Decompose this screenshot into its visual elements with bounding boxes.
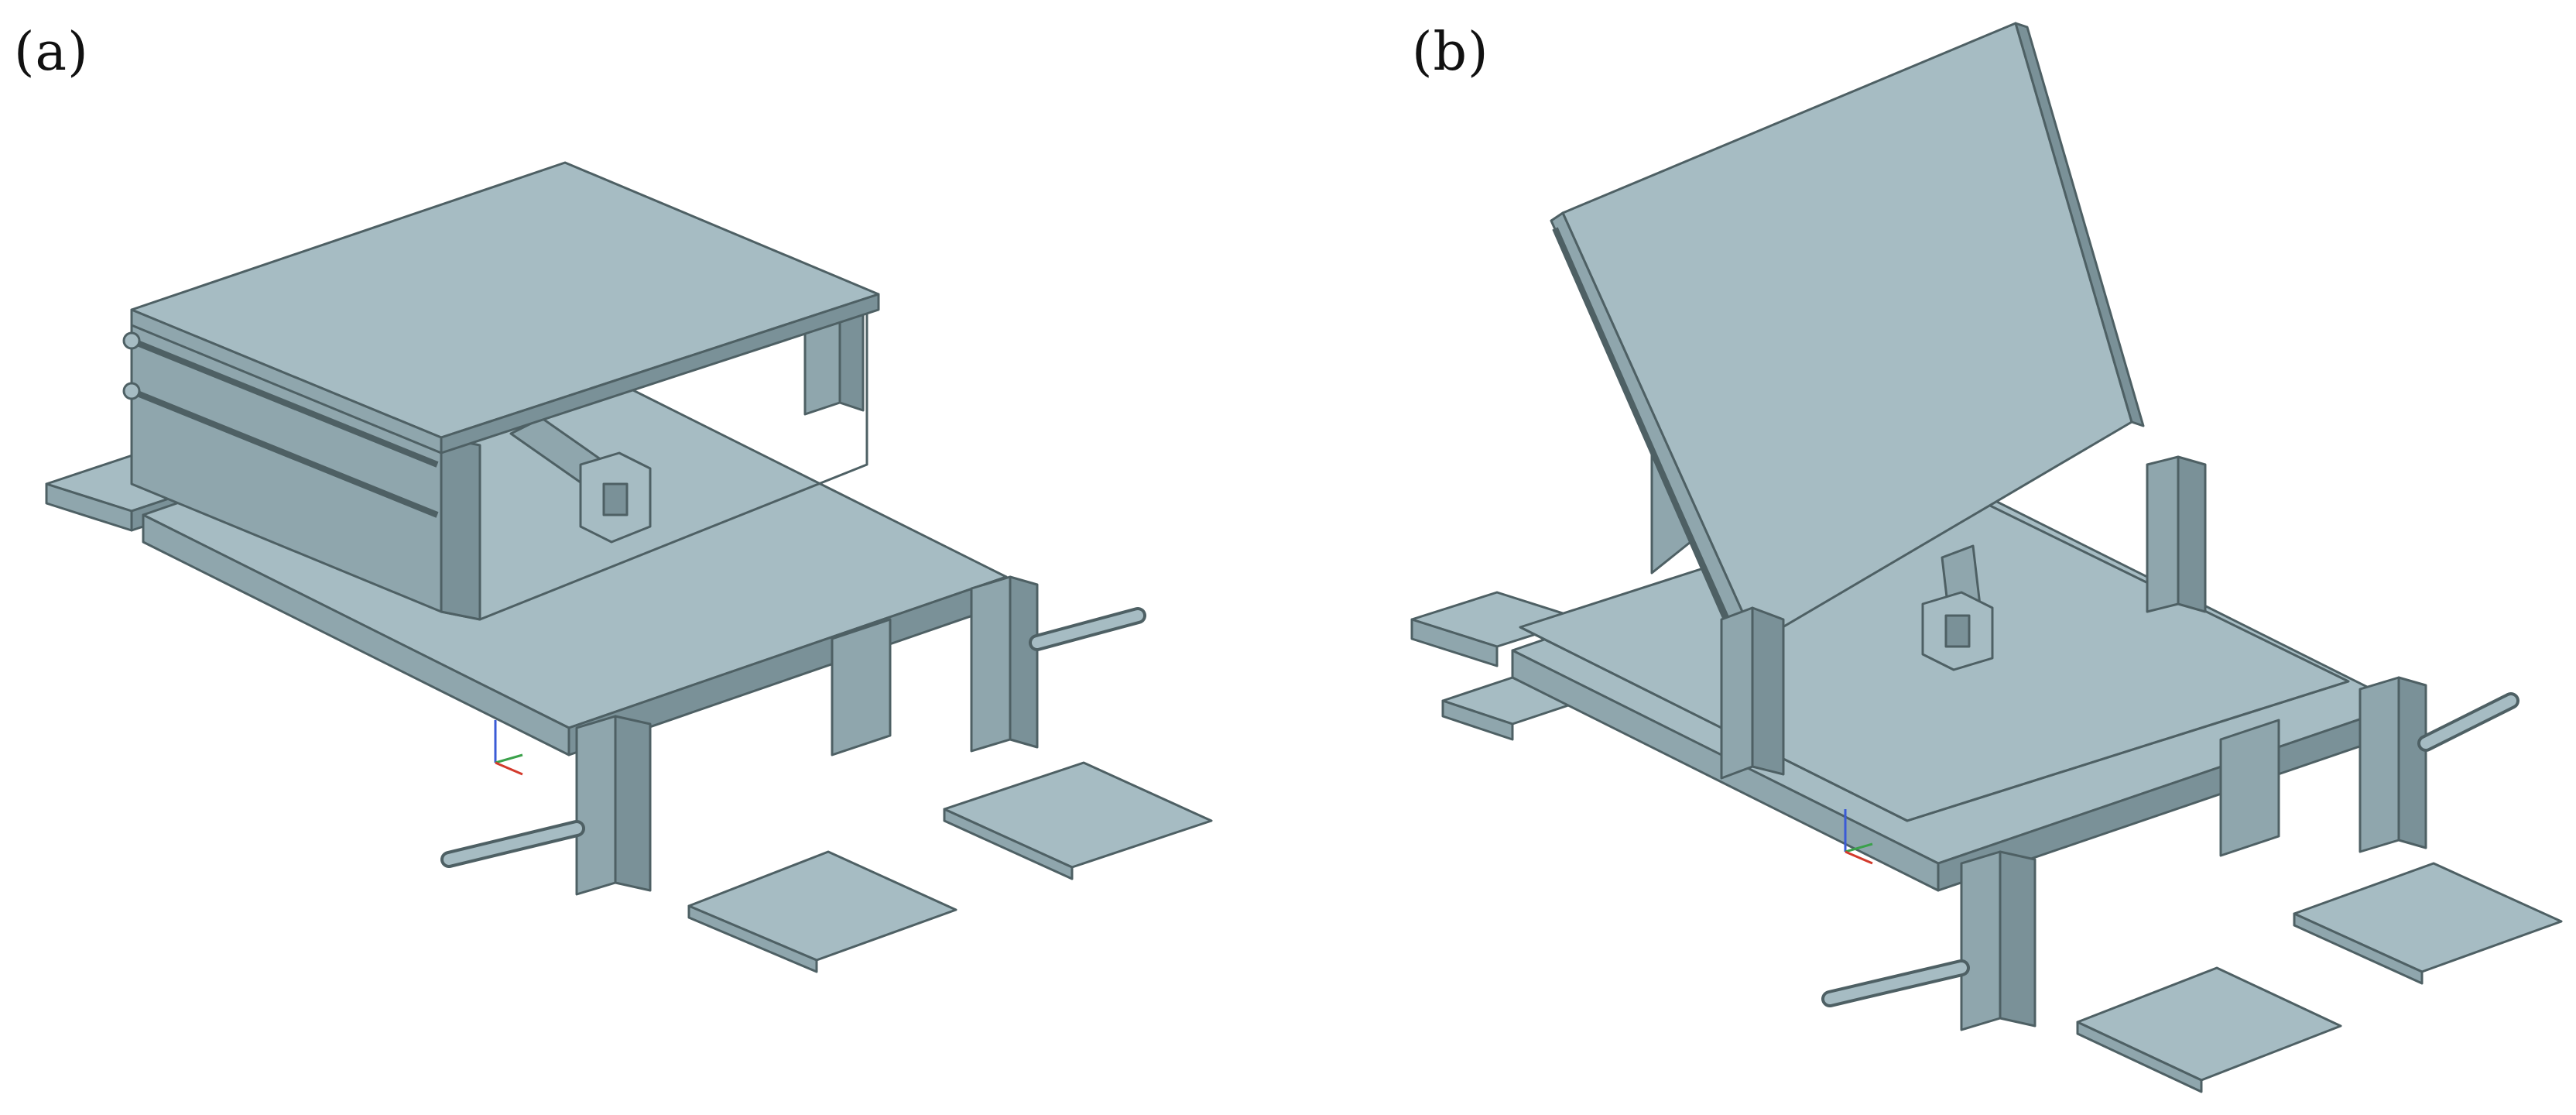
cad-model-closed: [45, 161, 1213, 973]
triad-axis-icon: [1844, 809, 1873, 865]
foot-plate-right: [943, 761, 1213, 880]
housing-lid: [130, 161, 880, 455]
leg-left: [1821, 850, 2036, 1031]
panel-label-a: (a): [14, 22, 89, 83]
leg-right: [2219, 676, 2519, 857]
triad-axis-icon: [494, 720, 523, 776]
hinge-rods: [122, 331, 439, 518]
leg-left: [440, 715, 652, 896]
panel-b: (b): [1288, 0, 2576, 1115]
panel-label-b: (b): [1412, 22, 1489, 83]
panel-a: (a): [14, 22, 1213, 973]
inner-arm: [509, 417, 652, 544]
inner-arm: [1921, 544, 1994, 671]
cad-model-open: [1410, 22, 2563, 1093]
foot-plate-right: [2293, 862, 2563, 985]
rear-post-right: [2146, 455, 2207, 613]
tilted-lid: [1550, 22, 2145, 664]
foot-plate-left: [687, 850, 957, 973]
foot-plate-left: [2076, 966, 2342, 1093]
front-post-left: [1720, 606, 1785, 780]
leg-right: [831, 575, 1146, 756]
